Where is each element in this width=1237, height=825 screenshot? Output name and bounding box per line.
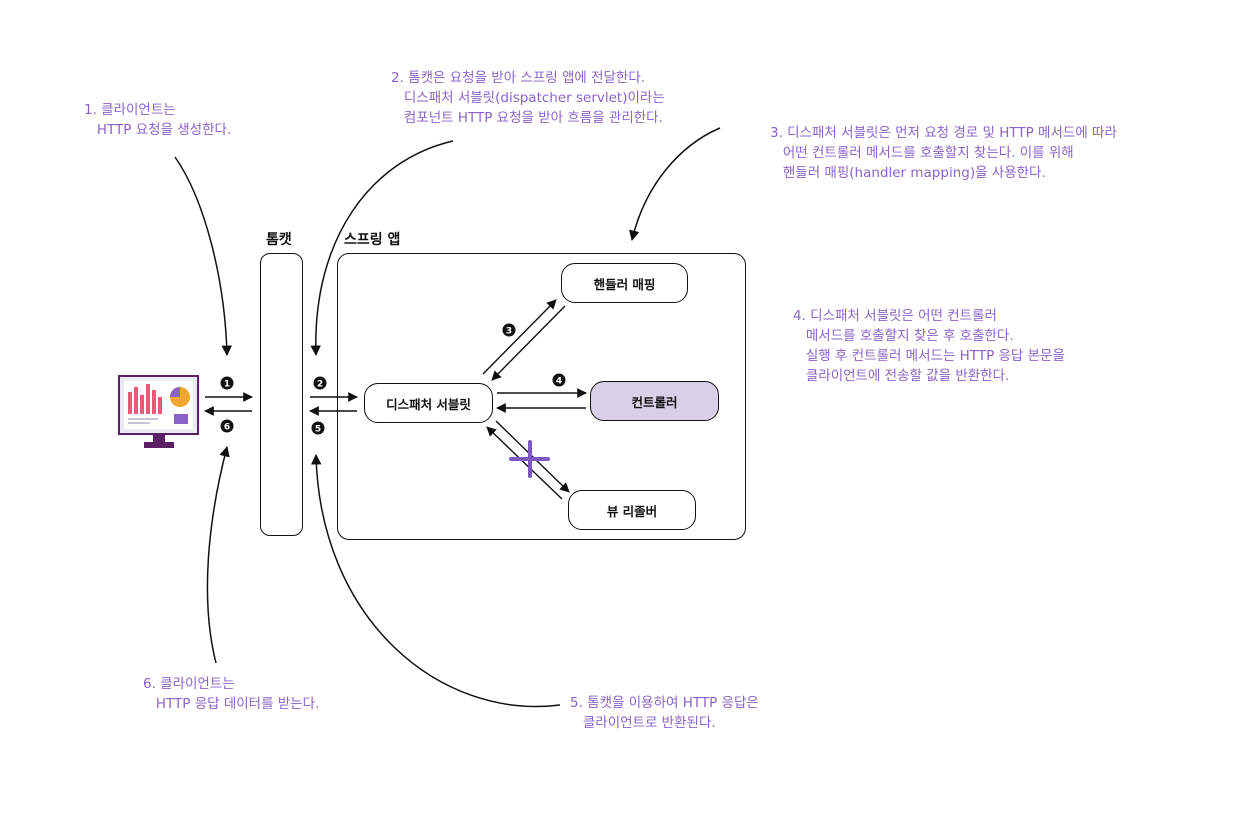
note-step-5: 5. 톰캣을 이용하여 HTTP 응답은 클라이언트로 반환된다. [570,695,759,731]
svg-text:3: 3 [506,326,512,336]
step-badge-2: 2 [313,376,327,390]
note-step-1: 1. 클라이언트는 HTTP 요청을 생성한다. [84,102,232,138]
note-step-2: 2. 톰캣은 요청을 받아 스프링 앱에 전달한다. 디스패처 서블릿(disp… [391,70,665,126]
cross-icon [509,440,550,478]
tomcat-label: 톰캣 [266,232,292,248]
note-step-6: 6. 클라이언트는 HTTP 응답 데이터를 받는다. [143,676,320,712]
svg-text:5: 5 [315,424,321,434]
controller-box: 컨트롤러 [590,381,719,421]
step-badge-5: 5 [311,421,325,435]
svg-text:2: 2 [317,379,323,389]
svg-text:6: 6 [224,422,230,432]
spring-app-label: 스프링 앱 [344,232,401,248]
svg-text:1: 1 [224,379,230,389]
tomcat-container [260,253,303,536]
step-badge-1: 1 [220,376,234,390]
note-step-4: 4. 디스패처 서블릿은 어떤 컨트롤러 메서드를 호출할지 찾은 후 호출한다… [793,308,1065,384]
view-resolver-box: 뷰 리졸버 [568,490,696,530]
handler-mapping-box: 핸들러 매핑 [561,263,688,303]
svg-text:4: 4 [556,376,562,386]
step-badge-4: 4 [552,373,566,387]
monitor-icon [118,375,199,448]
step-badge-3: 3 [502,323,516,337]
step-badge-6: 6 [220,419,234,433]
dispatcher-servlet-box: 디스패처 서블릿 [364,383,493,423]
note-step-3: 3. 디스패처 서블릿은 먼저 요청 경로 및 HTTP 메서드에 따라 어떤 … [770,125,1117,181]
